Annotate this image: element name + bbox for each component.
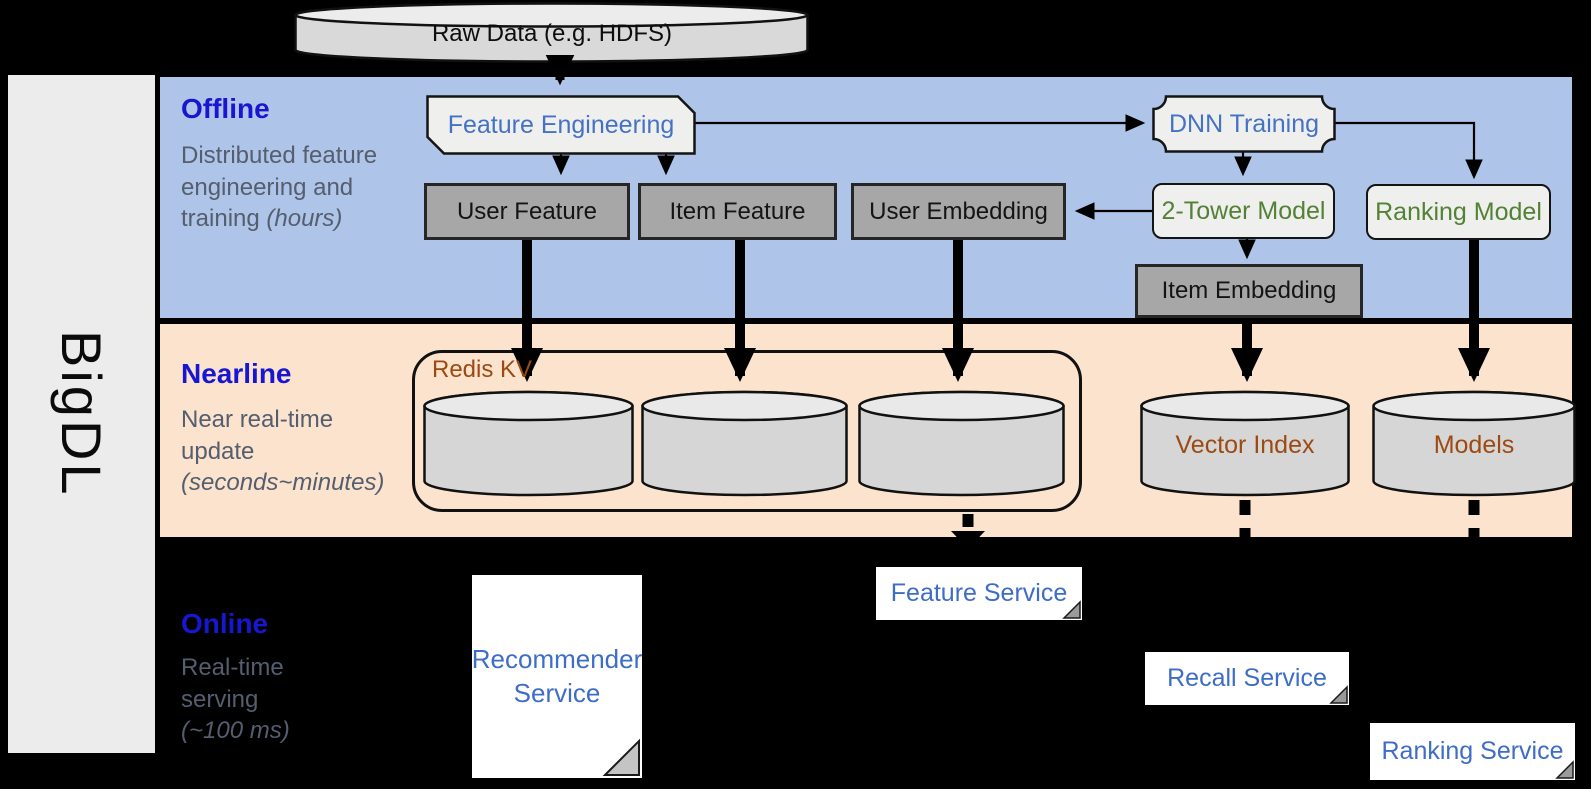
user-feature-node: User Feature [424, 183, 630, 240]
ranking-model-node: Ranking Model [1366, 184, 1551, 240]
online-subtitle: Real-time serving (~100 ms) [181, 652, 309, 747]
vector-index-label: Vector Index [1175, 430, 1315, 459]
recommender-service-card: Recommender Service [472, 575, 642, 778]
redis-kv-label: Redis KV [432, 356, 533, 383]
vector-index-cylinder [1140, 390, 1350, 497]
ranking-service-fold-icon [1555, 760, 1574, 779]
recall-service-fold-icon [1329, 685, 1348, 704]
online-title: Online [181, 608, 269, 639]
nearline-subtitle: Near real-time update (seconds~minutes) [181, 404, 386, 499]
recall-service-card: Recall Service [1145, 652, 1349, 705]
feature-service-card: Feature Service [876, 567, 1082, 620]
two-tower-model-node: 2-Tower Model [1152, 183, 1335, 239]
item-feature-node: Item Feature [638, 183, 837, 240]
offline-time-note: (hours) [266, 205, 343, 233]
kv-store-cylinder-2 [641, 390, 848, 497]
feature-engineering-node: Feature Engineering [447, 110, 675, 139]
recommender-fold-corner-icon [602, 738, 640, 776]
models-cylinder [1372, 390, 1576, 497]
models-label: Models [1433, 430, 1515, 459]
nearline-subtitle-text: Near real-time update [181, 406, 334, 465]
online-subtitle-text: Real-time serving [181, 654, 284, 713]
item-embedding-node: Item Embedding [1135, 264, 1363, 318]
ranking-service-label: Ranking Service [1381, 737, 1564, 765]
feature-service-label: Feature Service [890, 579, 1068, 607]
feature-engineering-shape [426, 95, 696, 155]
bigdl-sidebar: BigDL [8, 75, 155, 753]
recall-service-label: Recall Service [1167, 664, 1327, 692]
dnn-training-node: DNN Training [1168, 109, 1320, 138]
kv-store-cylinder-3 [858, 390, 1065, 497]
offline-subtitle-text: Distributed feature engineering and trai… [181, 142, 378, 233]
recommender-service-label: Recommender Service [471, 643, 643, 708]
ranking-service-card: Ranking Service [1370, 723, 1575, 780]
feature-service-fold-icon [1062, 600, 1081, 619]
offline-title: Offline [181, 93, 270, 124]
offline-subtitle: Distributed feature engineering and trai… [181, 140, 386, 235]
raw-data-label: Raw Data (e.g. HDFS) [431, 20, 673, 47]
raw-data-cylinder [294, 2, 809, 63]
dnn-training-shape [1152, 95, 1336, 153]
bigdl-brand-label: BigDL [50, 330, 113, 498]
user-embedding-node: User Embedding [851, 183, 1066, 240]
nearline-time-note: (seconds~minutes) [181, 469, 385, 497]
online-time-note: (~100 ms) [181, 717, 290, 745]
nearline-title: Nearline [181, 358, 292, 389]
kv-store-cylinder-1 [423, 390, 634, 497]
